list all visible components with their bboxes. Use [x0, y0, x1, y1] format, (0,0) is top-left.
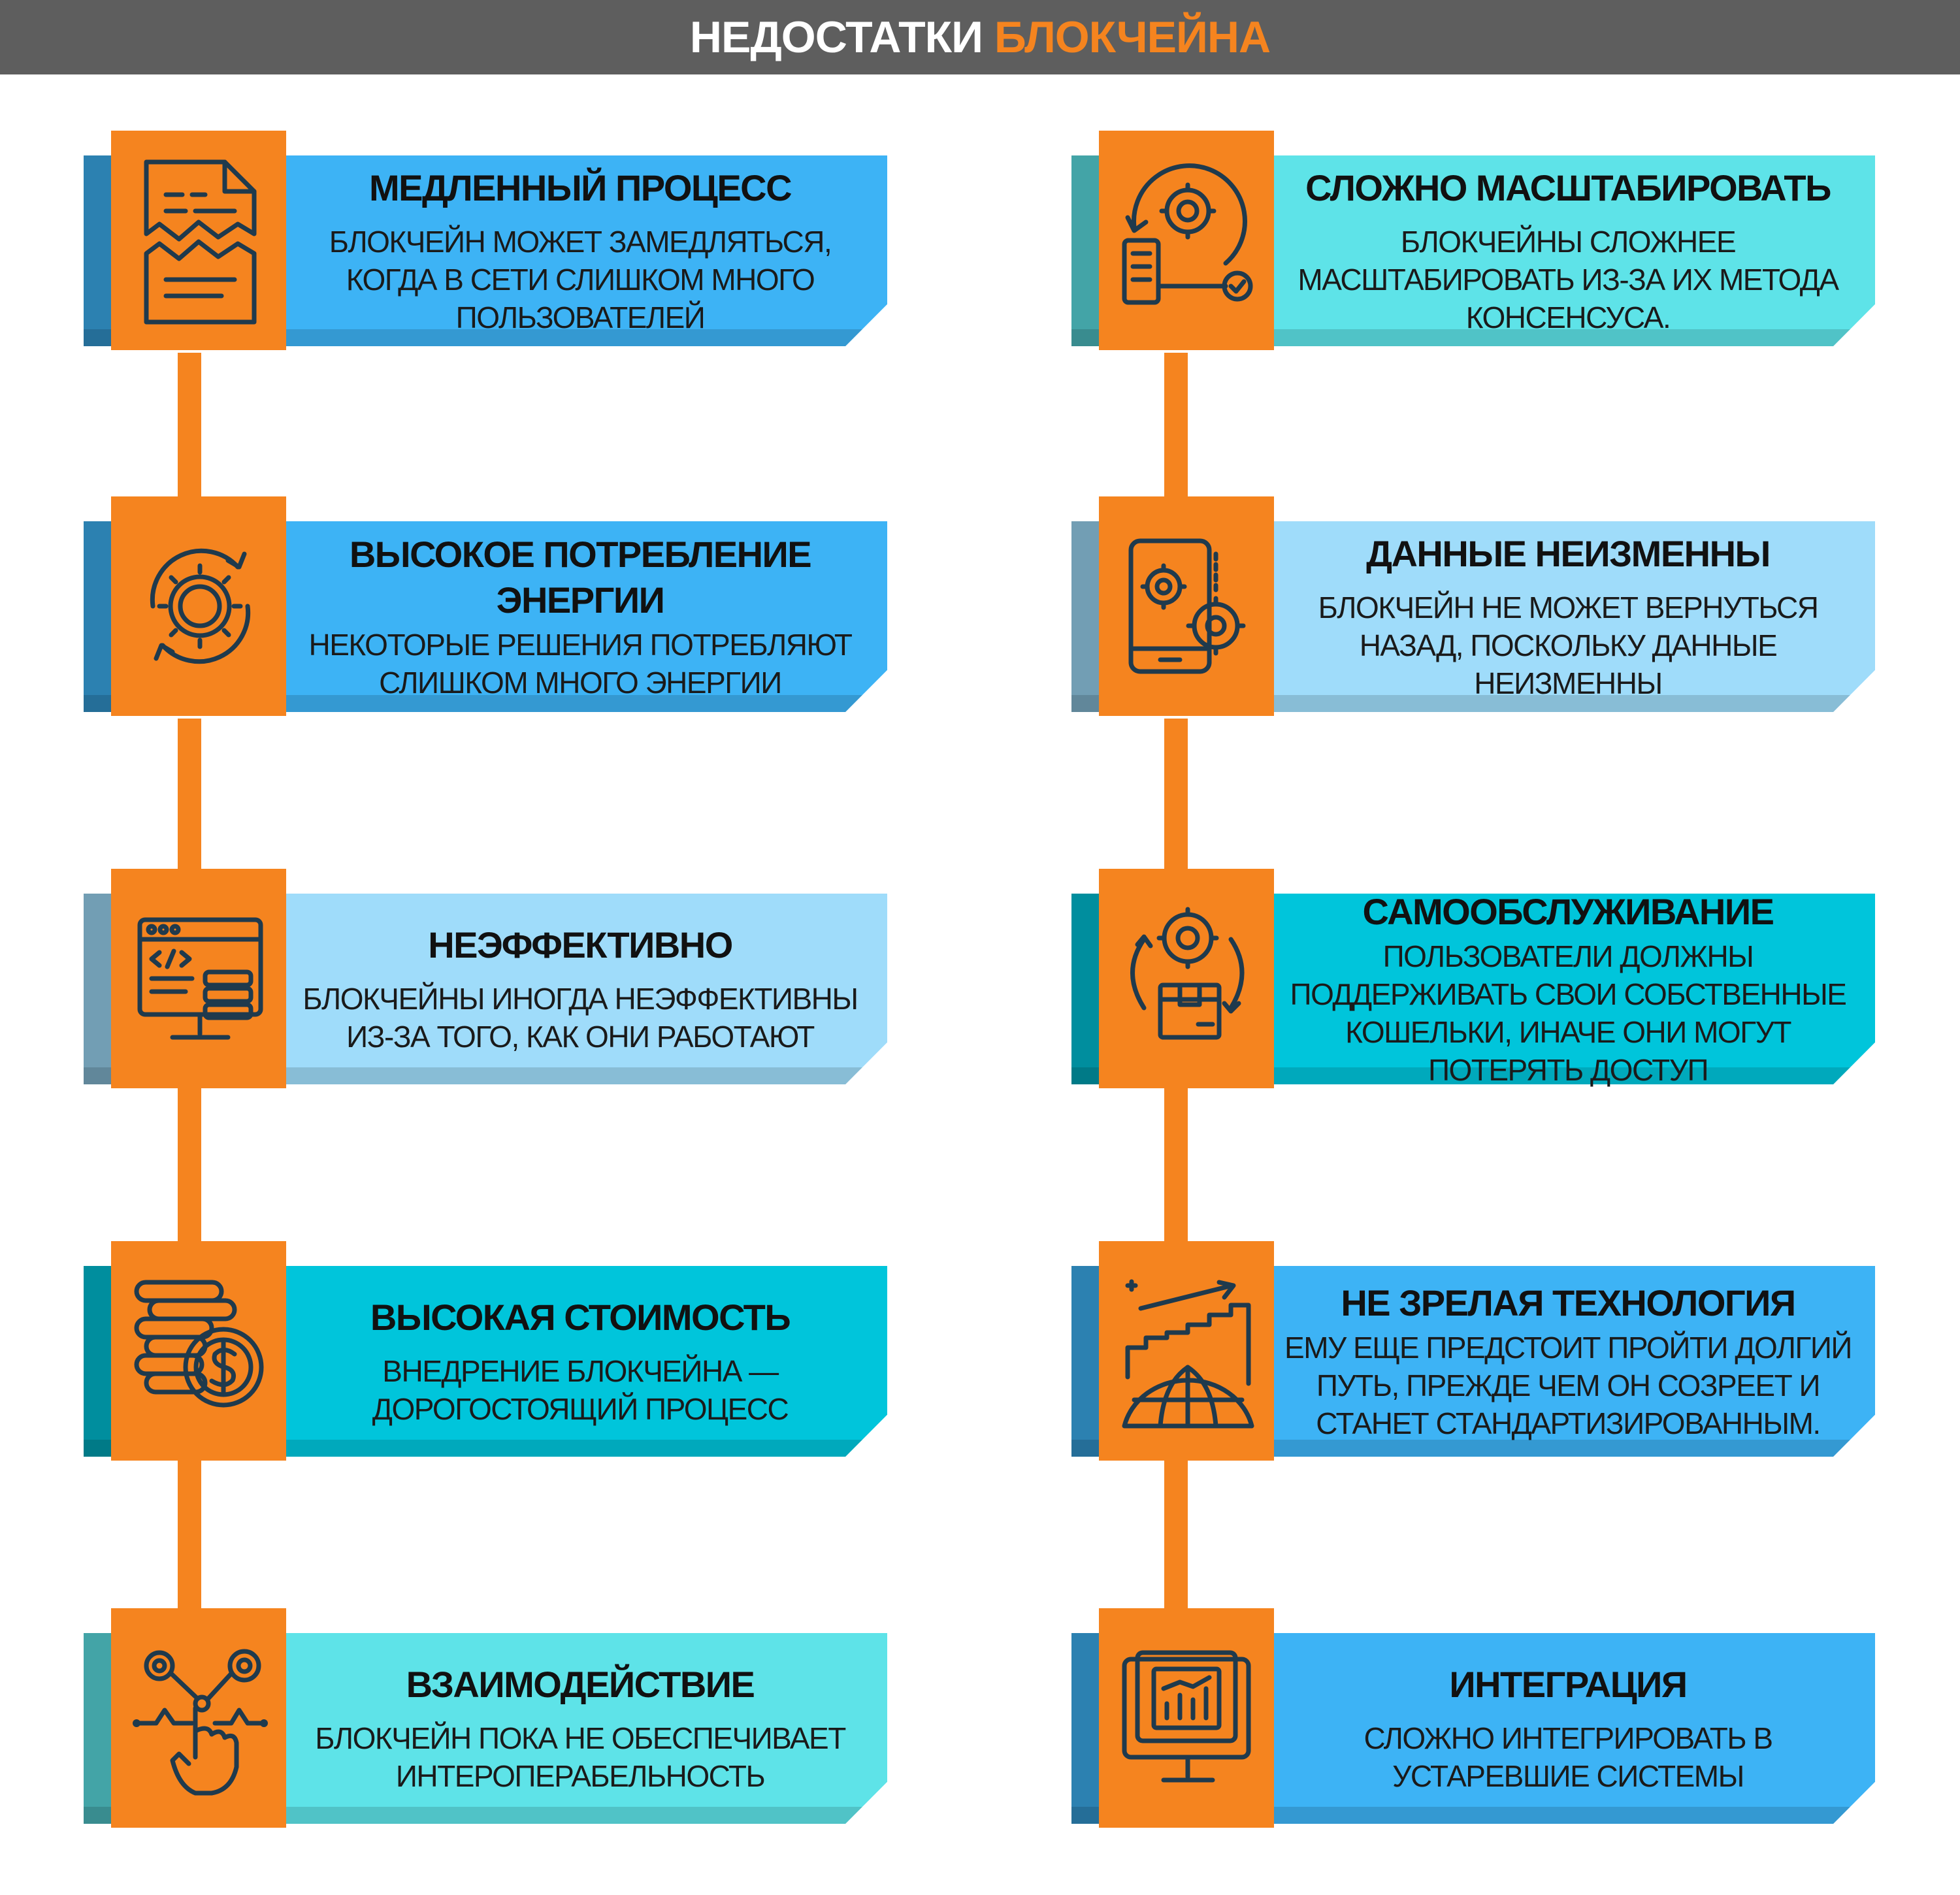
card-high-cost: ВЫСОКАЯ СТОИМОСТЬ ВНЕДРЕНИЕ БЛОКЧЕЙНА — … [84, 1241, 887, 1461]
icon-tile [1099, 131, 1274, 350]
globe-growth-icon [1122, 1279, 1254, 1429]
phone-gears-icon [1128, 538, 1246, 674]
title-part-accent: БЛОКЧЕЙНА [994, 12, 1271, 62]
connector-right-4 [1164, 1457, 1188, 1613]
card-description: ЕМУ ЕЩЕ ПРЕДСТОИТ ПРОЙТИ ДОЛГИЙ ПУТЬ, ПР… [1284, 1331, 1852, 1440]
card-title: ДАННЫЕ НЕИЗМЕННЫ [1366, 533, 1771, 574]
card-description: НЕКОТОРЫЕ РЕШЕНИЯ ПОТРЕБЛЯЮТ СЛИШКОМ МНО… [308, 628, 853, 700]
card-immature-tech: НЕ ЗРЕЛАЯ ТЕХНОЛОГИЯ ЕМУ ЕЩЕ ПРЕДСТОИТ П… [1071, 1241, 1875, 1461]
torn-document-icon [144, 159, 257, 325]
dashboard-monitor-icon [1122, 1650, 1251, 1783]
card-text: МЕДЛЕННЫЙ ПРОЦЕСС БЛОКЧЕЙН МОЖЕТ ЗАМЕДЛЯ… [293, 155, 868, 346]
icon-tile [111, 496, 286, 716]
card-title: СЛОЖНО МАСШТАБИРОВАТЬ [1305, 167, 1831, 208]
card-description: БЛОКЧЕЙНЫ ИНОГДА НЕЭФФЕКТИВНЫ ИЗ-ЗА ТОГО… [302, 982, 858, 1054]
card-title: ИНТЕГРАЦИЯ [1449, 1664, 1688, 1705]
icon-tile [1099, 869, 1274, 1088]
connector-right-3 [1164, 1084, 1188, 1241]
icon-tile [1099, 1608, 1274, 1828]
card-description: ВНЕДРЕНИЕ БЛОКЧЕЙНА — ДОРОГОСТОЯЩИЙ ПРОЦ… [372, 1354, 789, 1426]
card-title: ВЫСОКАЯ СТОИМОСТЬ [370, 1297, 791, 1338]
card-inefficient: НЕЭФФЕКТИВНО БЛОКЧЕЙНЫ ИНОГДА НЕЭФФЕКТИВ… [84, 869, 887, 1088]
card-title: ВЫСОКОЕ ПОТРЕБЛЕНИЕ ЭНЕРГИИ [349, 534, 812, 621]
card-text: ИНТЕГРАЦИЯ СЛОЖНО ИНТЕГРИРОВАТЬ В УСТАРЕ… [1281, 1633, 1855, 1824]
page-header: НЕДОСТАТКИ БЛОКЧЕЙНА [0, 0, 1960, 74]
connector-right-1 [1164, 353, 1188, 510]
card-title: НЕЭФФЕКТИВНО [428, 924, 733, 965]
card-description: БЛОКЧЕЙН МОЖЕТ ЗАМЕДЛЯТЬСЯ, КОГДА В СЕТИ… [329, 225, 832, 334]
card-text: ДАННЫЕ НЕИЗМЕННЫ БЛОКЧЕЙН НЕ МОЖЕТ ВЕРНУ… [1281, 521, 1855, 712]
box-gear-cycle-icon [1130, 907, 1245, 1040]
card-title: ВЗАИМОДЕЙСТВИЕ [406, 1664, 755, 1705]
card-text: НЕ ЗРЕЛАЯ ТЕХНОЛОГИЯ ЕМУ ЕЩЕ ПРЕДСТОИТ П… [1281, 1266, 1855, 1457]
card-text: НЕЭФФЕКТИВНО БЛОКЧЕЙНЫ ИНОГДА НЕЭФФЕКТИВ… [293, 894, 868, 1084]
icon-tile [111, 131, 286, 350]
hand-network-icon [133, 1649, 268, 1796]
connector-left-2 [178, 719, 201, 875]
card-integration: ИНТЕГРАЦИЯ СЛОЖНО ИНТЕГРИРОВАТЬ В УСТАРЕ… [1071, 1608, 1875, 1828]
connector-left-3 [178, 1084, 201, 1241]
icon-tile [1099, 1241, 1274, 1461]
card-title: НЕ ЗРЕЛАЯ ТЕХНОЛОГИЯ [1341, 1282, 1796, 1323]
card-description: ПОЛЬЗОВАТЕЛИ ДОЛЖНЫ ПОДДЕРЖИВАТЬ СВОИ СО… [1290, 939, 1847, 1087]
icon-tile [111, 869, 286, 1088]
icon-tile [111, 1608, 286, 1828]
card-text: САМООБСЛУЖИВАНИЕ ПОЛЬЗОВАТЕЛИ ДОЛЖНЫ ПОД… [1281, 891, 1855, 1087]
card-description: БЛОКЧЕЙНЫ СЛОЖНЕЕ МАСШТАБИРОВАТЬ ИЗ-ЗА И… [1298, 225, 1839, 334]
card-text: СЛОЖНО МАСШТАБИРОВАТЬ БЛОКЧЕЙНЫ СЛОЖНЕЕ … [1281, 155, 1855, 346]
card-text: ВЫСОКАЯ СТОИМОСТЬ ВНЕДРЕНИЕ БЛОКЧЕЙНА — … [293, 1266, 868, 1457]
card-slow-process: МЕДЛЕННЫЙ ПРОЦЕСС БЛОКЧЕЙН МОЖЕТ ЗАМЕДЛЯ… [84, 131, 887, 350]
card-description: БЛОКЧЕЙН ПОКА НЕ ОБЕСПЕЧИВАЕТ ИНТЕРОПЕРА… [315, 1721, 846, 1793]
connector-left-1 [178, 353, 201, 510]
card-title: САМООБСЛУЖИВАНИЕ [1362, 891, 1774, 932]
icon-tile [111, 1241, 286, 1461]
process-gear-icon [1122, 163, 1253, 305]
connector-left-4 [178, 1457, 201, 1613]
page-title: НЕДОСТАТКИ БЛОКЧЕЙНА [689, 12, 1271, 63]
card-description: БЛОКЧЕЙН НЕ МОЖЕТ ВЕРНУТЬСЯ НАЗАД, ПОСКО… [1318, 591, 1819, 700]
gear-cycle-icon [150, 548, 251, 664]
connector-right-2 [1164, 719, 1188, 875]
card-description: СЛОЖНО ИНТЕГРИРОВАТЬ В УСТАРЕВШИЕ СИСТЕМ… [1364, 1721, 1773, 1793]
card-self-service: САМООБСЛУЖИВАНИЕ ПОЛЬЗОВАТЕЛИ ДОЛЖНЫ ПОД… [1071, 869, 1875, 1088]
icon-tile [1099, 496, 1274, 716]
card-text: ВЫСОКОЕ ПОТРЕБЛЕНИЕ ЭНЕРГИИ НЕКОТОРЫЕ РЕ… [293, 521, 868, 712]
title-part-main: НЕДОСТАТКИ [689, 12, 994, 62]
coins-dollar-icon [134, 1280, 264, 1408]
card-scaling: СЛОЖНО МАСШТАБИРОВАТЬ БЛОКЧЕЙНЫ СЛОЖНЕЕ … [1071, 131, 1875, 350]
card-title: МЕДЛЕННЫЙ ПРОЦЕСС [368, 167, 792, 208]
card-interaction: ВЗАИМОДЕЙСТВИЕ БЛОКЧЕЙН ПОКА НЕ ОБЕСПЕЧИ… [84, 1608, 887, 1828]
card-energy: ВЫСОКОЕ ПОТРЕБЛЕНИЕ ЭНЕРГИИ НЕКОТОРЫЕ РЕ… [84, 496, 887, 716]
card-text: ВЗАИМОДЕЙСТВИЕ БЛОКЧЕЙН ПОКА НЕ ОБЕСПЕЧИ… [293, 1633, 868, 1824]
code-monitor-icon [137, 917, 263, 1040]
card-immutable-data: ДАННЫЕ НЕИЗМЕННЫ БЛОКЧЕЙН НЕ МОЖЕТ ВЕРНУ… [1071, 496, 1875, 716]
